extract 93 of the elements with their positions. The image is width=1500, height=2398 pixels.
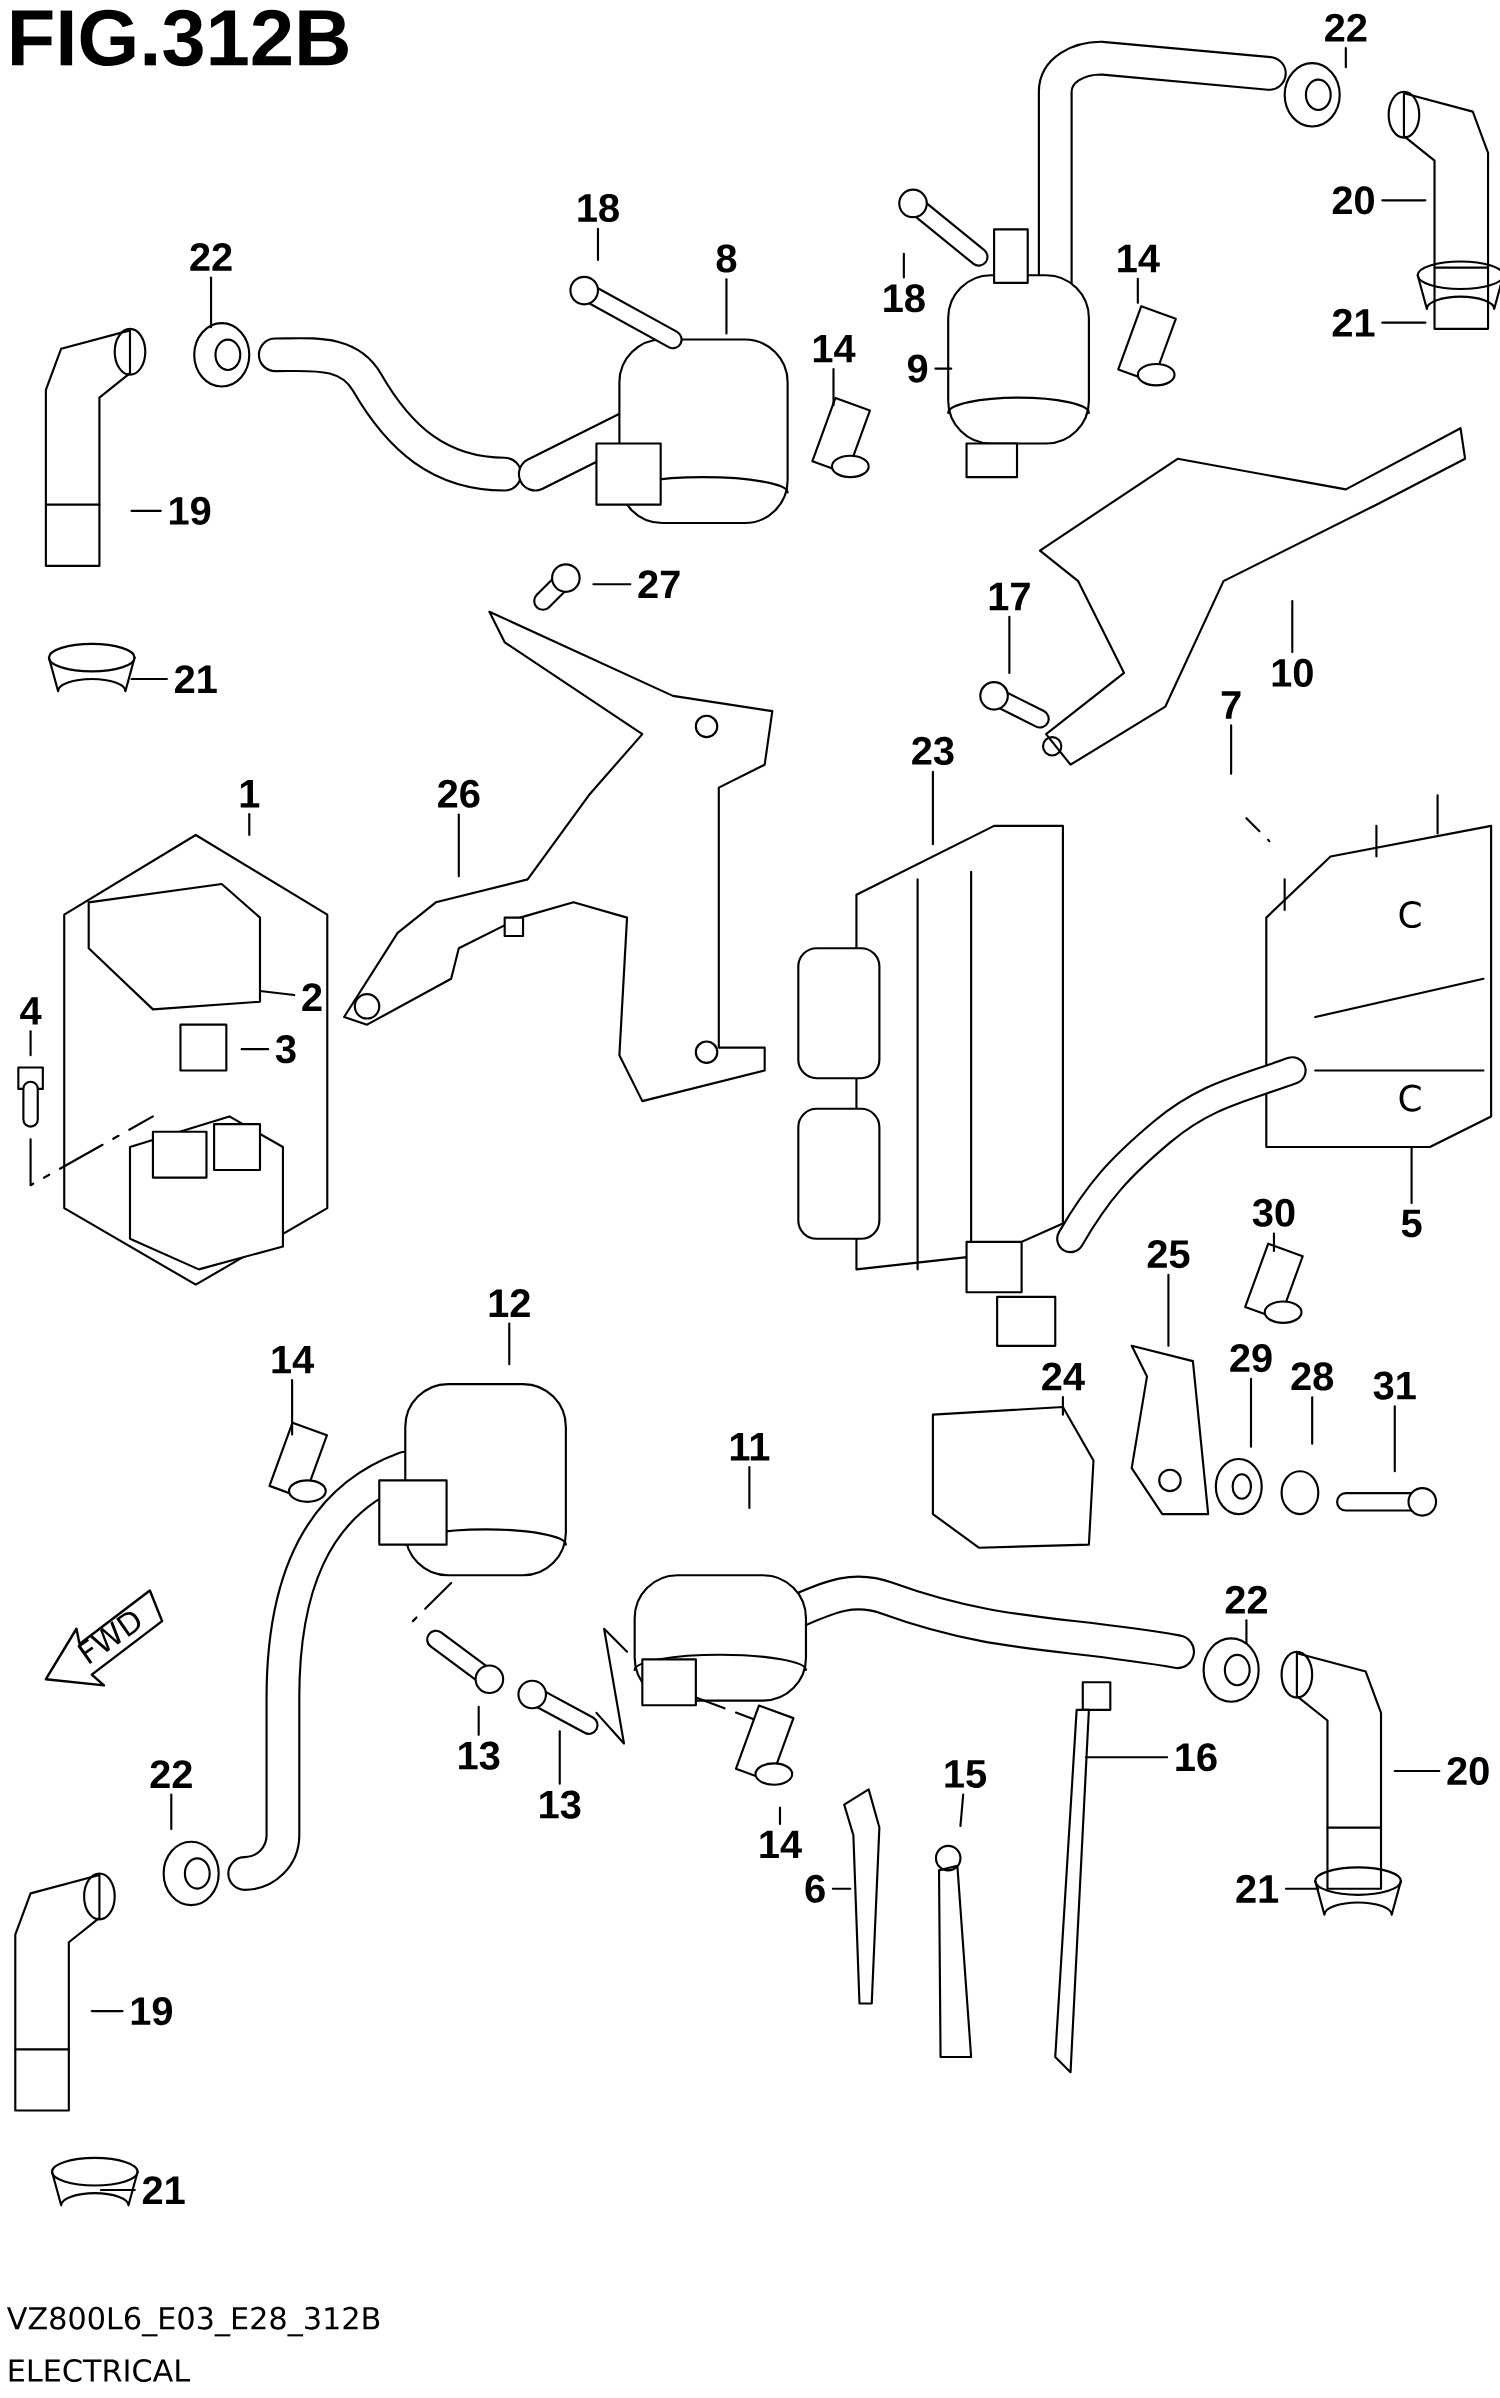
callout-number: 13 <box>458 1741 500 1770</box>
leader-line <box>558 1730 561 1785</box>
figure-title: FIG.312B <box>11 9 348 67</box>
callout-number: 21 <box>142 2176 185 2204</box>
leader-line <box>508 1322 511 1366</box>
callout-number: 15 <box>945 1760 986 1788</box>
callout-number: 18 <box>578 193 619 223</box>
callout-number: 14 <box>272 1345 314 1374</box>
callout-number: 14 <box>1118 244 1160 273</box>
part-marking: C <box>1399 901 1421 929</box>
callout-number: 28 <box>1291 1362 1333 1391</box>
leader-line <box>290 1378 294 1436</box>
leader-line <box>29 1030 32 1057</box>
callout-number: 14 <box>813 335 856 363</box>
callout-number: 21 <box>1332 308 1375 337</box>
leader-line <box>258 989 296 997</box>
leader-line <box>832 368 835 407</box>
leader-line <box>1008 615 1011 674</box>
callout-number: 8 <box>716 244 737 273</box>
part-marking: C <box>1399 1084 1421 1112</box>
callout-number: 29 <box>1230 1344 1272 1373</box>
figure-code: VZ800L6_E03_E28_312B <box>6 2306 380 2337</box>
leader-line <box>1393 1405 1396 1473</box>
leader-line <box>1381 199 1427 202</box>
leader-line <box>902 252 905 279</box>
leader-line <box>209 276 212 329</box>
leader-line <box>477 1705 480 1736</box>
leader-line <box>592 583 632 586</box>
leader-line <box>748 1466 751 1509</box>
leader-line <box>1167 1273 1170 1347</box>
leader-line <box>1284 1887 1320 1890</box>
leader-line <box>596 227 599 262</box>
leader-line <box>170 1793 173 1831</box>
callout-number: 16 <box>1176 1743 1217 1772</box>
callout-number: 22 <box>1225 1585 1267 1614</box>
callout-number: 22 <box>150 1760 192 1788</box>
callout-number: 12 <box>489 1289 530 1317</box>
callout-number: 23 <box>912 736 954 765</box>
leader-line <box>457 813 460 878</box>
callout-number: 22 <box>1324 13 1367 42</box>
leader-line <box>1344 47 1347 69</box>
leader-line <box>1393 1769 1441 1773</box>
callout-number: 4 <box>20 997 42 1025</box>
callout-number: 2 <box>302 983 322 1011</box>
callout-number: 27 <box>638 570 680 599</box>
callout-number: 18 <box>884 284 925 313</box>
callout-number: 25 <box>1147 1240 1190 1269</box>
callout-number: 14 <box>760 1830 802 1859</box>
leader-line <box>1291 599 1294 654</box>
leader-line <box>959 1793 965 1828</box>
leader-line <box>934 367 953 370</box>
leader-line <box>931 770 934 846</box>
callout-number: 22 <box>190 243 232 271</box>
leader-line <box>1061 1395 1064 1416</box>
callout-number: 31 <box>1373 1371 1416 1400</box>
leader-line <box>130 677 168 681</box>
callout-number: 26 <box>437 779 480 808</box>
callout-number: 20 <box>1332 186 1374 215</box>
callout-number: 30 <box>1252 1198 1295 1227</box>
callout-number: 11 <box>730 1433 770 1461</box>
callout-number: 5 <box>1401 1209 1422 1238</box>
leader-line <box>778 1806 781 1826</box>
leader-line <box>1084 1756 1169 1759</box>
callout-number: 10 <box>1272 658 1313 687</box>
callout-number: 9 <box>907 354 928 383</box>
callout-number: 13 <box>540 1790 581 1819</box>
callout-number: 19 <box>169 496 211 525</box>
callout-number: 1 <box>240 780 260 808</box>
callout-number: 21 <box>1236 1874 1278 1903</box>
callout-number: 3 <box>275 1035 296 1064</box>
leader-line <box>1272 1232 1275 1253</box>
leader-line <box>90 2010 124 2013</box>
callout-number: 19 <box>131 1997 172 2026</box>
callout-number: 21 <box>174 665 217 693</box>
leader-line <box>1381 321 1427 324</box>
leader-line <box>1136 277 1139 304</box>
callout-number: 24 <box>1042 1362 1085 1391</box>
leader-line <box>725 278 728 335</box>
leader-line <box>99 2188 136 2192</box>
callout-number: 7 <box>1221 691 1241 719</box>
leader-line <box>1245 1619 1248 1644</box>
leader-line <box>130 509 162 512</box>
callout-number: 17 <box>989 582 1030 611</box>
leader-line <box>240 1048 270 1051</box>
section-name: ELECTRICAL <box>9 2359 190 2382</box>
callout-number: 20 <box>1447 1756 1489 1786</box>
leader-line <box>1410 1145 1413 1204</box>
leader-line <box>248 813 251 837</box>
leader-line <box>1310 1396 1314 1445</box>
leader-line <box>1229 724 1233 775</box>
callout-number: 6 <box>805 1874 825 1903</box>
leader-line <box>1249 1377 1252 1448</box>
leader-line <box>831 1887 852 1890</box>
